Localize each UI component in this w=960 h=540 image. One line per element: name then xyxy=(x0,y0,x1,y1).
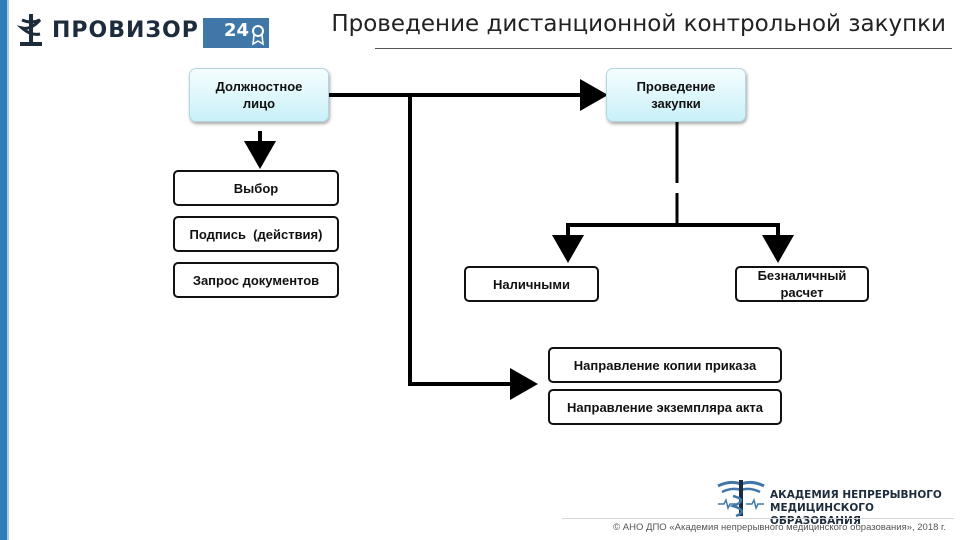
node-docs-request-label: Запрос документов xyxy=(192,272,320,288)
left-accent-bar-light xyxy=(7,0,9,540)
node-order-copy: Направление копии приказа xyxy=(548,347,782,383)
provizor-logo: ПРОВИЗОР 24 xyxy=(16,12,276,52)
caduceus-icon xyxy=(16,14,42,46)
logo-badge xyxy=(203,18,269,48)
academy-caduceus-icon xyxy=(717,480,765,518)
medal-icon xyxy=(252,25,264,46)
academy-name: АКАДЕМИЯ НЕПРЕРЫВНОГО МЕДИЦИНСКОГО ОБРАЗ… xyxy=(770,489,960,528)
node-official-label: Должностное лицо xyxy=(215,79,303,111)
node-docs-request: Запрос документов xyxy=(173,262,339,298)
node-purchase: Проведение закупки xyxy=(606,68,746,122)
academy-name-line1: АКАДЕМИЯ НЕПРЕРЫВНОГО xyxy=(770,489,942,501)
node-signature: Подпись (действия) xyxy=(173,216,339,252)
footer-divider xyxy=(562,518,954,519)
node-cash: Наличными xyxy=(464,266,599,302)
node-act-copy: Направление экземпляра акта xyxy=(548,389,782,425)
node-official: Должностное лицо xyxy=(189,68,329,122)
node-cash-label: Наличными xyxy=(493,276,570,292)
node-signature-label: Подпись (действия) xyxy=(189,226,323,242)
node-act-copy-label: Направление экземпляра акта xyxy=(567,399,763,415)
node-choice-label: Выбор xyxy=(233,180,279,196)
node-cashless: Безналичный расчет xyxy=(735,266,869,302)
node-order-copy-label: Направление копии приказа xyxy=(573,357,757,373)
logo-number: 24 xyxy=(224,20,250,41)
title-underline xyxy=(375,48,952,49)
edge-branch-to-directions xyxy=(408,95,538,400)
logo-wordmark: ПРОВИЗОР xyxy=(52,18,199,43)
node-cashless-label: Безналичный расчет xyxy=(757,268,847,300)
page-title: Проведение дистанционной контрольной зак… xyxy=(331,11,946,37)
copyright-text: © АНО ДПО «Академия непрерывного медицин… xyxy=(613,522,946,533)
left-accent-bar xyxy=(0,0,7,540)
node-purchase-label: Проведение закупки xyxy=(636,79,716,111)
node-choice: Выбор xyxy=(173,170,339,206)
